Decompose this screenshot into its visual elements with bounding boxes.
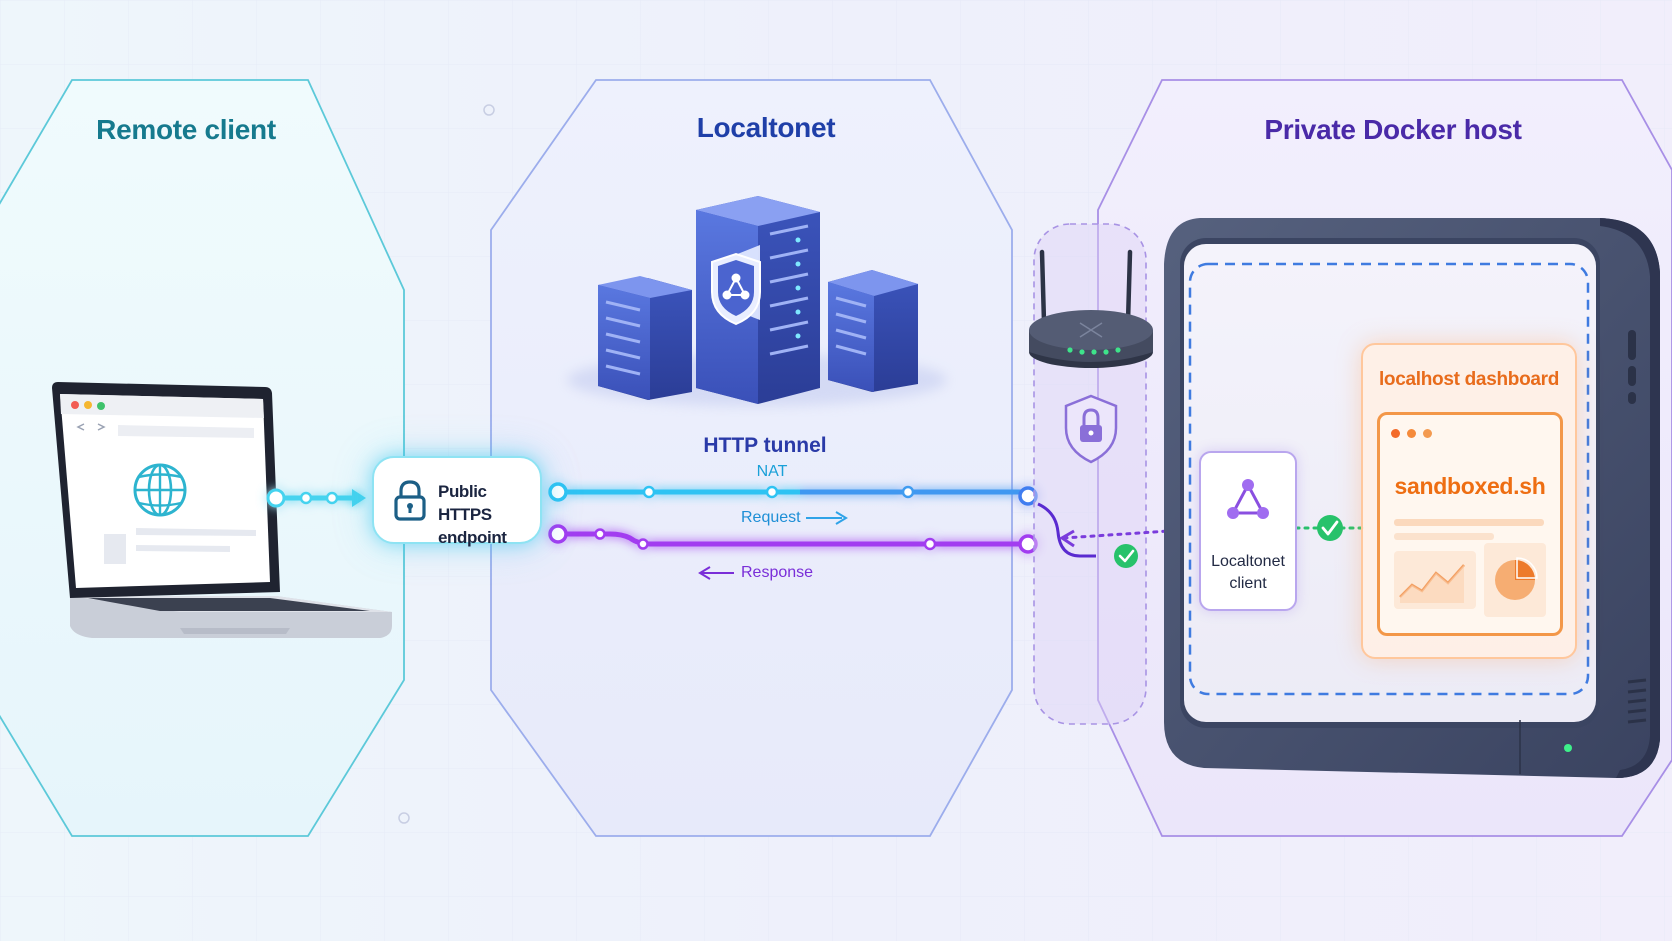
request-label: Request — [741, 509, 801, 526]
localtonet-client-label: Localtonet client — [1201, 551, 1295, 595]
localtonet-zone — [490, 79, 1013, 837]
line-chart-icon — [1399, 564, 1465, 603]
check-icon — [1114, 544, 1138, 568]
client-label-line1: Localtonet — [1211, 553, 1285, 570]
window-dot — [1423, 429, 1432, 438]
localtonet-client: Localtonet client — [1199, 451, 1297, 611]
localhost-dashboard-card: localhost dashboard sandboxed.sh — [1361, 343, 1577, 659]
response-tunnel-line — [548, 524, 1038, 554]
app-window: sandboxed.sh — [1377, 412, 1563, 636]
endpoint-label: Public HTTPS endpoint — [438, 480, 540, 549]
app-name: sandboxed.sh — [1394, 473, 1546, 499]
shield-icon — [711, 245, 761, 326]
nat-label: NAT — [756, 463, 788, 480]
grid-node — [398, 812, 410, 824]
router-icon — [1029, 249, 1153, 368]
response-label: Response — [741, 564, 814, 581]
response-nat-curve — [1037, 502, 1096, 558]
client-to-endpoint-connector — [266, 488, 366, 508]
container-boundary — [1188, 262, 1590, 696]
window-dot — [1407, 429, 1416, 438]
network-nodes-icon — [1227, 479, 1269, 519]
laptop — [52, 382, 392, 638]
http-tunnel-label: HTTP tunnel — [703, 434, 827, 457]
response-arrow — [698, 566, 734, 580]
public-https-endpoint: Public HTTPS endpoint — [372, 456, 542, 547]
endpoint-label-line2: endpoint — [438, 528, 507, 547]
power-led — [1564, 744, 1572, 752]
request-arrow — [806, 511, 848, 525]
line-chart-panel — [1394, 551, 1476, 609]
check-icon — [1317, 515, 1343, 541]
content-placeholder-bar — [1394, 519, 1544, 526]
nat-to-client-arrowhead-left — [1059, 529, 1075, 548]
pie-chart-panel — [1484, 543, 1546, 617]
docker-host-title: Private Docker host — [1264, 114, 1522, 145]
localtonet-title: Localtonet — [696, 112, 836, 143]
endpoint-label-line1: Public HTTPS — [438, 482, 492, 524]
dashboard-title: localhost dashboard — [1378, 369, 1560, 390]
content-placeholder-bar — [1394, 533, 1494, 540]
globe-icon — [133, 463, 187, 517]
grid-node — [483, 104, 495, 116]
lock-icon — [1064, 394, 1118, 464]
window-dot — [1391, 429, 1400, 438]
client-label-line2: client — [1229, 575, 1267, 592]
pie-chart-icon — [1495, 557, 1538, 600]
lock-icon — [394, 480, 426, 521]
network-nodes-icon — [722, 273, 750, 300]
request-tunnel-line — [548, 482, 1038, 506]
remote-client-title: Remote client — [96, 114, 276, 145]
